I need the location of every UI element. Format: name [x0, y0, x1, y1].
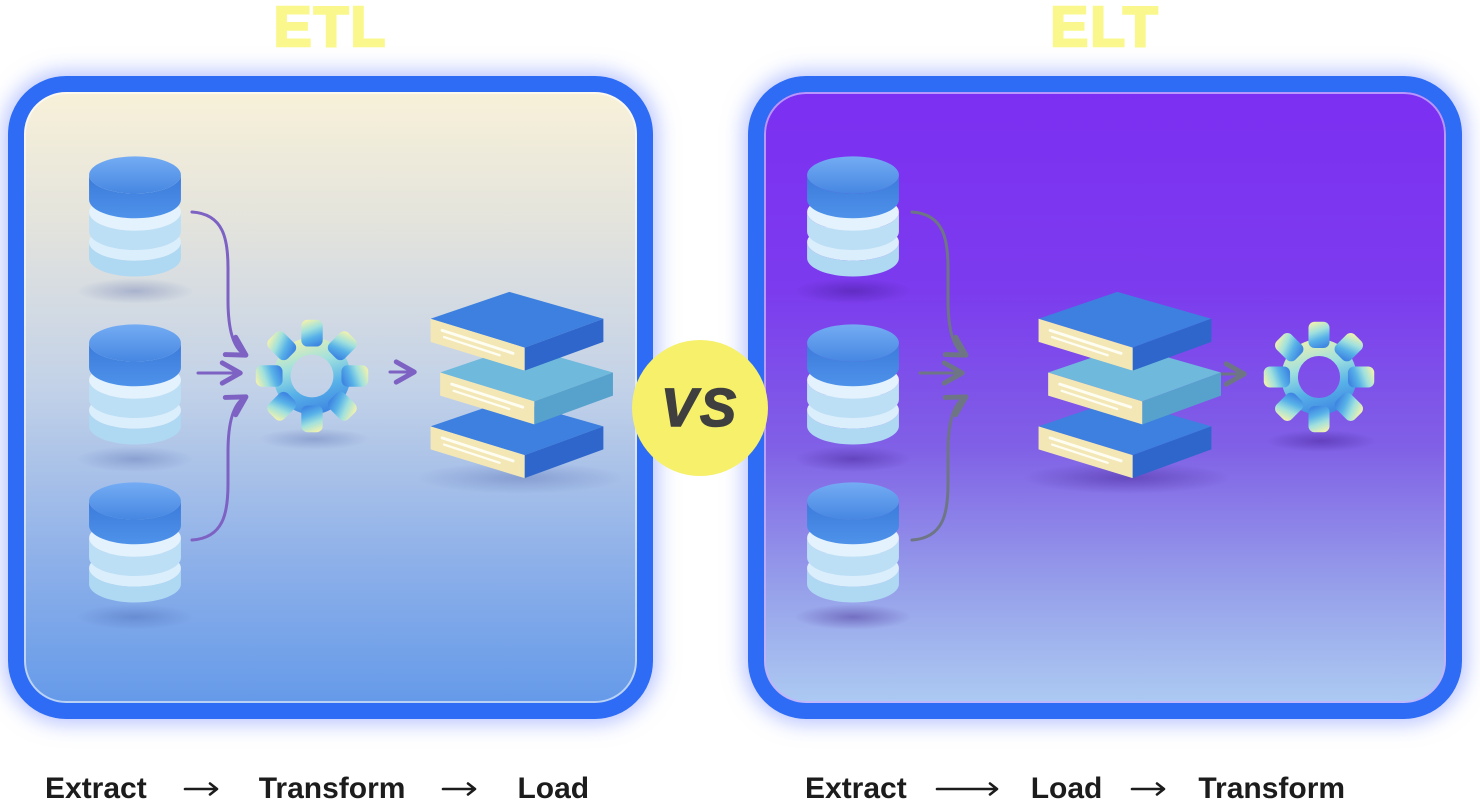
database-icon — [82, 476, 188, 616]
database-icon — [800, 318, 906, 458]
icon-shadow — [794, 278, 912, 304]
elt-step-load: Load — [1030, 772, 1103, 805]
vs-label: VS — [660, 377, 740, 439]
elt-step-extract: Extract — [805, 772, 907, 805]
long-arrow-right-icon — [935, 782, 999, 796]
etl-title: ETL — [272, 0, 388, 60]
database-icon — [82, 318, 188, 458]
arrow-right-icon — [183, 782, 219, 796]
etl-caption: Extract Transform Load — [45, 772, 589, 806]
etl-step-extract: Extract — [45, 772, 147, 805]
database-icon — [800, 476, 906, 616]
etl-step-transform: Transform — [258, 772, 406, 805]
vs-badge: VS — [632, 340, 768, 476]
elt-caption: Extract Load Transform — [805, 772, 1345, 806]
gear-icon — [254, 318, 370, 434]
etl-step-load: Load — [517, 772, 590, 805]
icon-shadow — [258, 428, 370, 450]
data-warehouse-icon — [412, 290, 620, 482]
database-icon — [82, 150, 188, 290]
gear-icon — [1262, 320, 1376, 434]
database-icon — [800, 150, 906, 290]
icon-shadow — [794, 604, 912, 630]
icon-shadow — [76, 604, 194, 630]
elt-step-transform: Transform — [1198, 772, 1346, 805]
icon-shadow — [76, 278, 194, 304]
icon-shadow — [794, 446, 912, 472]
arrow-right-icon — [442, 782, 477, 796]
icon-shadow — [1266, 430, 1376, 452]
arrow-right-icon — [1131, 782, 1166, 796]
icon-shadow — [76, 446, 194, 472]
elt-title: ELT — [1049, 0, 1160, 60]
data-warehouse-icon — [1020, 290, 1228, 482]
